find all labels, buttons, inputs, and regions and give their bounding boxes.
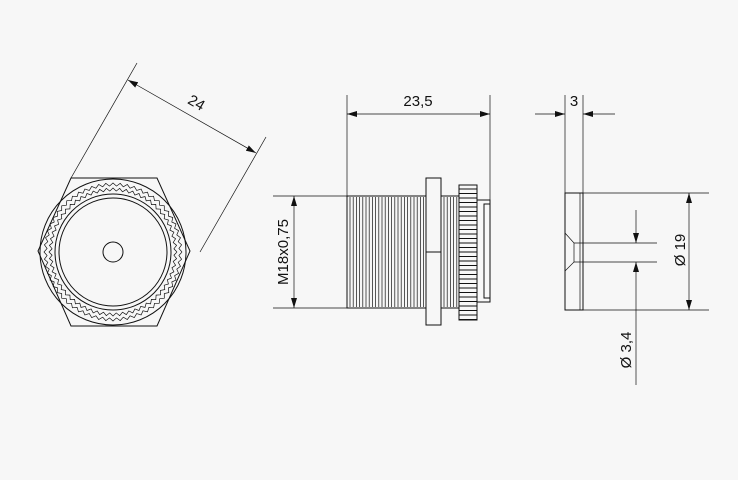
thread-lines [443, 197, 458, 307]
hole-diameter-label: Ø 3,4 [618, 332, 635, 369]
center-hole [102, 241, 124, 263]
cap-profile [564, 192, 584, 311]
knurl-pattern [459, 188, 477, 320]
cap-view: 3 Ø 19 Ø 3,4 [535, 93, 709, 385]
thread-lines [349, 197, 424, 307]
thread-label: M18x0,75 [275, 219, 292, 285]
knurl-ring [43, 182, 183, 322]
ring-circle [54, 193, 172, 311]
dimension-line-24 [127, 79, 257, 154]
extension-line [70, 62, 138, 179]
extension-line [199, 136, 267, 253]
inner-circle [58, 197, 168, 307]
dimension-24-label: 24 [185, 92, 208, 115]
outer-circle [39, 178, 187, 326]
side-view: 23,5 M18x0,75 [273, 93, 491, 326]
diameter-label: Ø 19 [672, 234, 689, 267]
countersink [564, 232, 575, 272]
dimension-length-label: 23,5 [403, 93, 432, 110]
hex-outline [37, 177, 191, 327]
thickness-label: 3 [570, 93, 578, 110]
front-view: 24 [37, 62, 267, 327]
cap-inner [483, 203, 491, 299]
